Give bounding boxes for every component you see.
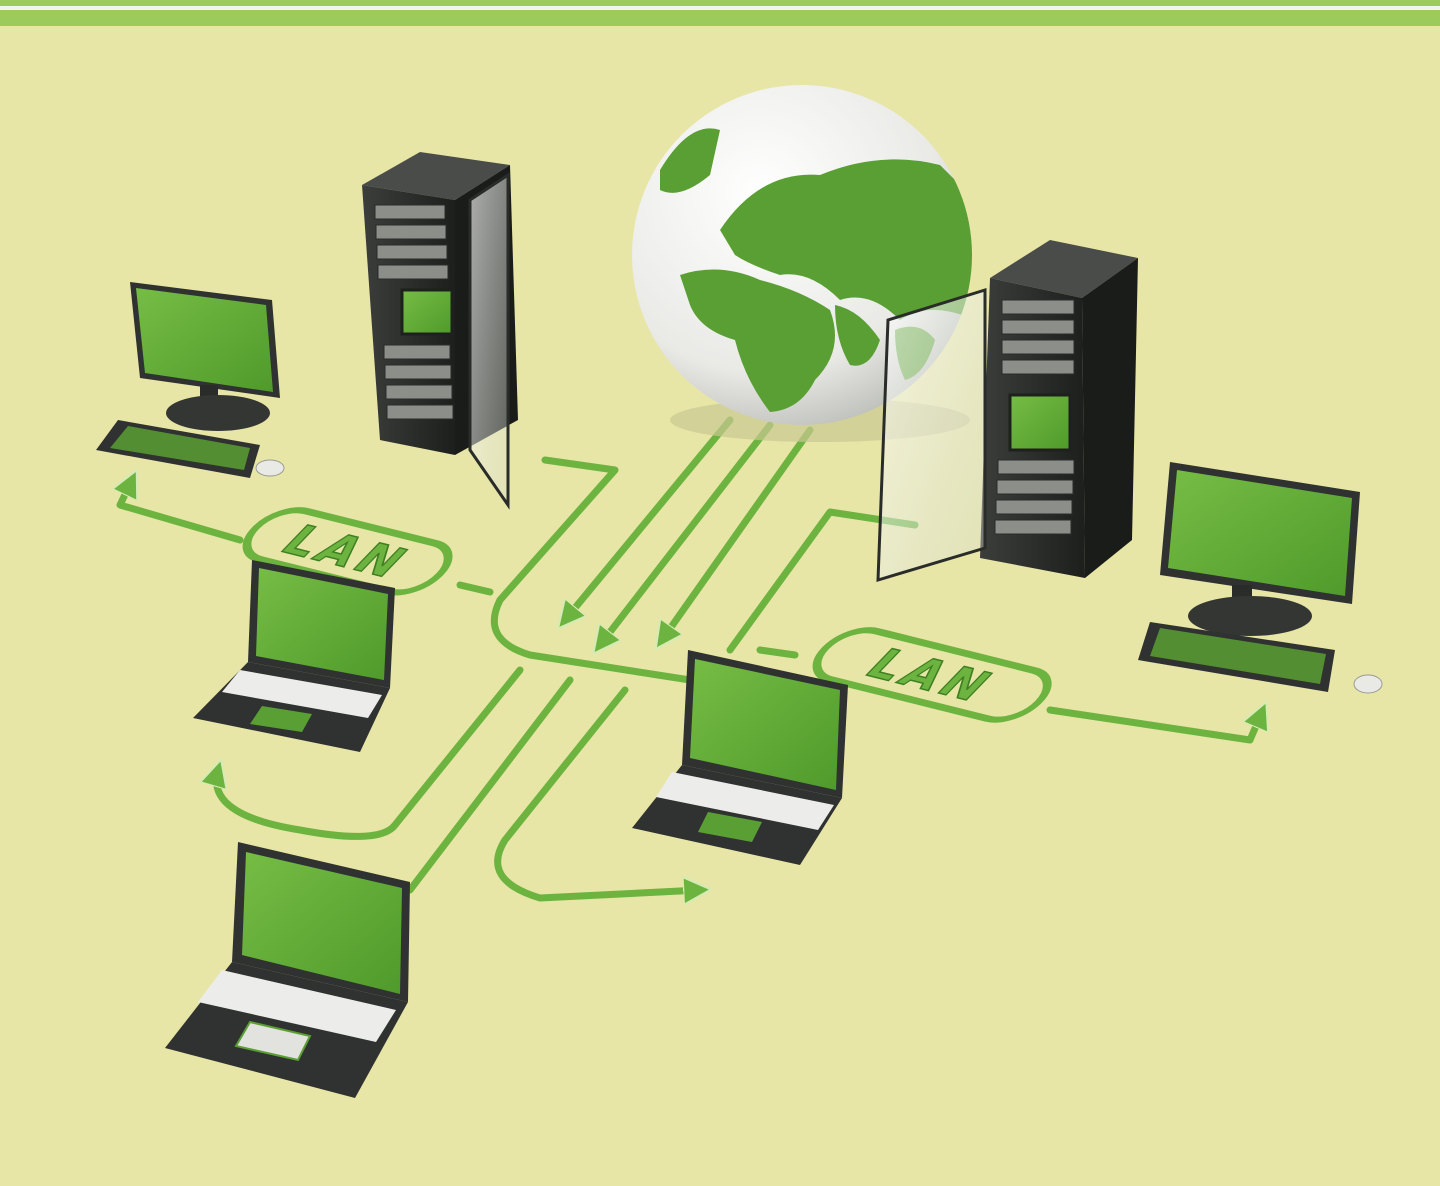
lan-right-text: LAN — [854, 641, 1008, 712]
server-left-screen — [400, 288, 454, 336]
lan-left-line — [120, 480, 244, 544]
server-right-screen — [1008, 393, 1072, 452]
laptop1-line — [216, 666, 524, 840]
server-rack-left-icon — [362, 152, 518, 510]
server-left-top — [362, 152, 510, 200]
laptop-1-icon — [193, 560, 395, 752]
desktop-right-stand — [1188, 596, 1312, 636]
laptop-2-keyboard — [656, 772, 834, 830]
laptop-3-icon — [165, 842, 410, 1098]
globe-land-arabia — [835, 305, 880, 366]
desktop-left-screen — [136, 288, 273, 392]
desktop-left-icon — [96, 282, 285, 478]
globe-line-2 — [600, 421, 774, 645]
globe-line-3 — [662, 426, 814, 640]
laptop-1-keyboard — [222, 670, 382, 718]
laptop-3-keyboard — [198, 970, 396, 1042]
laptop-2-screen — [690, 659, 840, 790]
top-band — [0, 0, 1440, 26]
server-right-door — [876, 287, 987, 583]
desktop-right-screen — [1168, 470, 1352, 596]
server-right-top — [990, 240, 1138, 298]
laptop2-line — [494, 686, 700, 898]
lan-left-dash — [456, 581, 494, 596]
globe-land-eurasia — [720, 159, 972, 320]
laptop-2-touchpad — [698, 812, 762, 842]
desktop-left-keys — [110, 426, 250, 470]
laptop-2-icon — [632, 650, 848, 865]
desktop-left-mouse — [255, 459, 285, 477]
top-band-stripe — [0, 6, 1440, 10]
desktop-left-stand — [166, 395, 270, 431]
lan-right-dash — [756, 646, 799, 659]
laptop-3-touchpad — [234, 1020, 312, 1062]
server-right-slots — [994, 299, 1075, 535]
server-left-door — [468, 172, 510, 510]
laptop-1-touchpad — [250, 706, 312, 732]
laptop3-line — [406, 676, 574, 894]
server-left-line — [490, 456, 694, 684]
desktop-right-mouse — [1353, 674, 1383, 694]
laptop-1-screen — [256, 568, 388, 680]
lan-right-badge — [812, 627, 1052, 723]
laptop-3-screen — [242, 852, 402, 994]
desktop-right-icon — [1138, 462, 1383, 694]
server-rack-right-icon — [876, 240, 1138, 583]
globe-line-1 — [565, 416, 734, 620]
desktop-right-keys — [1150, 628, 1326, 684]
globe-land-africa — [680, 269, 835, 412]
server-right-side — [1082, 258, 1138, 578]
lan-right-line — [1046, 710, 1262, 744]
server-left-slots — [374, 204, 454, 420]
globe-land-north — [660, 128, 720, 193]
